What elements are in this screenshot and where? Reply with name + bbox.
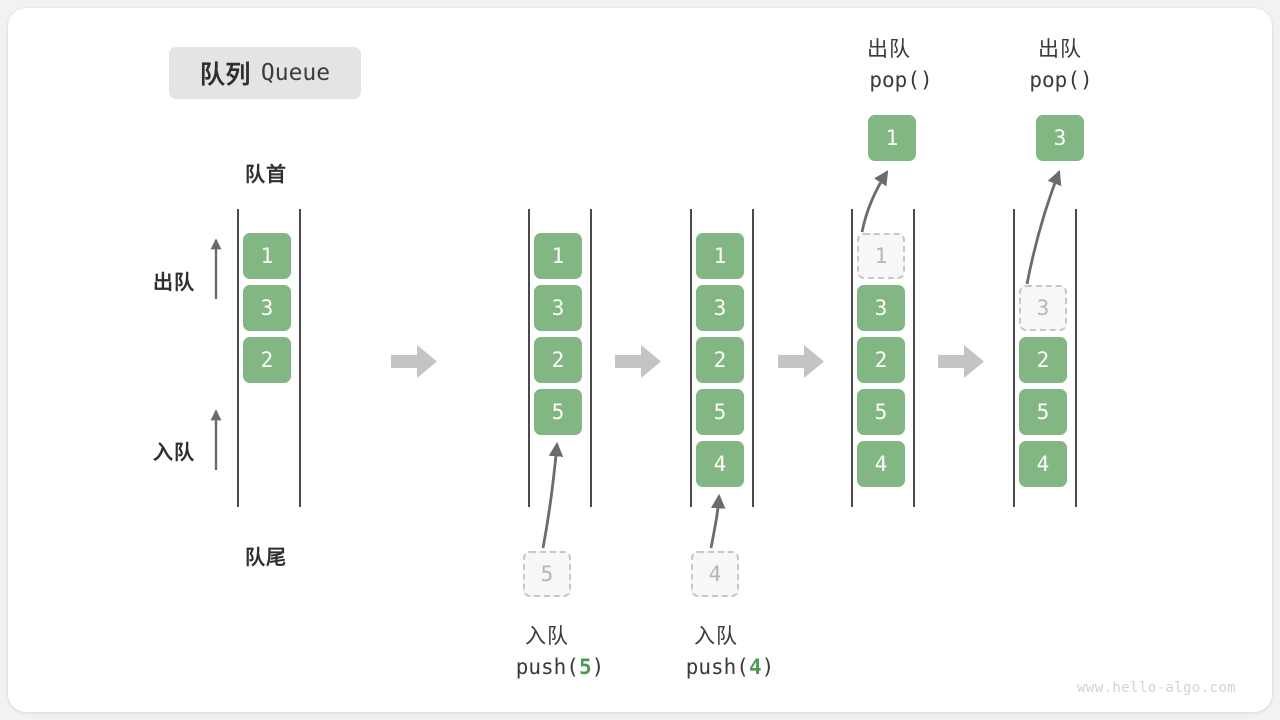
queue-cell: 1 <box>243 233 291 279</box>
pop-label-code-1: pop() <box>869 68 933 92</box>
queue-cell: 5 <box>696 389 744 435</box>
title-badge: 队列 Queue <box>169 47 361 99</box>
column-1-rail-right <box>299 209 301 507</box>
column-2-rail-left <box>528 209 530 507</box>
queue-cell-new: 4 <box>696 441 744 487</box>
push-label-code-2: push(4) <box>686 655 775 679</box>
column-2-rail-right <box>590 209 592 507</box>
queue-cell: 4 <box>1019 441 1067 487</box>
title-en: Queue <box>260 60 331 86</box>
column-4-rail-right <box>913 209 915 507</box>
push-code-suffix: ) <box>761 655 775 679</box>
column-3-rail-right <box>752 209 754 507</box>
queue-cell: 3 <box>534 285 582 331</box>
pop-label-code-2: pop() <box>1029 68 1093 92</box>
queue-cell: 2 <box>1019 337 1067 383</box>
queue-cell: 1 <box>696 233 744 279</box>
pop-label-cn-2: 出队 <box>1038 38 1082 61</box>
push-code-prefix: push( <box>685 655 749 679</box>
ghost-cell-push: 5 <box>523 551 571 597</box>
popped-cell: 3 <box>1036 115 1084 161</box>
column-3-rail-left <box>690 209 692 507</box>
ghost-cell-pop: 1 <box>857 233 905 279</box>
enqueue-direction-label: 入队 <box>153 442 195 464</box>
ghost-cell-pop: 3 <box>1019 285 1067 331</box>
column-1-rail-left <box>237 209 239 507</box>
push-code-prefix: push( <box>515 655 579 679</box>
queue-cell: 2 <box>243 337 291 383</box>
push-label-cn-2: 入队 <box>694 625 738 648</box>
popped-cell: 1 <box>868 115 916 161</box>
column-4-rail-left <box>851 209 853 507</box>
queue-cell: 3 <box>696 285 744 331</box>
queue-cell: 5 <box>1019 389 1067 435</box>
watermark: www.hello-algo.com <box>1077 680 1236 696</box>
column-5-rail-left <box>1013 209 1015 507</box>
column-5-rail-right <box>1075 209 1077 507</box>
push-code-suffix: ) <box>591 655 605 679</box>
queue-cell: 3 <box>857 285 905 331</box>
queue-cell: 2 <box>696 337 744 383</box>
white-card <box>8 8 1272 712</box>
queue-head-label: 队首 <box>245 164 287 186</box>
queue-cell: 3 <box>243 285 291 331</box>
queue-cell-new: 5 <box>534 389 582 435</box>
title-cn: 队列 <box>199 61 251 89</box>
ghost-cell-push: 4 <box>691 551 739 597</box>
push-label-code-1: push(5) <box>516 655 605 679</box>
queue-cell: 4 <box>857 441 905 487</box>
queue-cell: 2 <box>857 337 905 383</box>
queue-cell: 5 <box>857 389 905 435</box>
queue-cell: 2 <box>534 337 582 383</box>
queue-tail-label: 队尾 <box>245 547 287 569</box>
push-label-cn-1: 入队 <box>525 625 569 648</box>
push-code-arg: 4 <box>748 655 762 679</box>
dequeue-direction-label: 出队 <box>153 272 195 294</box>
push-code-arg: 5 <box>578 655 592 679</box>
pop-label-cn-1: 出队 <box>867 38 911 61</box>
queue-cell: 1 <box>534 233 582 279</box>
